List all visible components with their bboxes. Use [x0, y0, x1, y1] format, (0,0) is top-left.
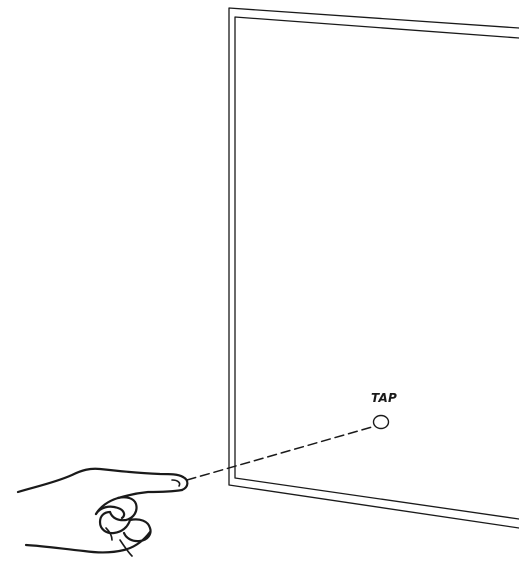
index-fingertip — [180, 475, 189, 492]
hand-bottom-contour — [24, 530, 152, 554]
curled-finger-2 — [98, 510, 132, 535]
panel-outer-border — [228, 7, 519, 529]
fingernail — [171, 479, 181, 487]
panel-frame — [228, 7, 519, 529]
knuckle-detail-2 — [105, 527, 113, 541]
tap-guide-dashed-line — [186, 426, 373, 481]
curled-finger-1 — [108, 496, 138, 522]
hand-top-contour — [16, 467, 185, 494]
knuckle-detail — [119, 539, 133, 557]
thumb — [94, 505, 126, 520]
pointing-hand-icon — [16, 467, 189, 557]
index-finger-underside — [94, 488, 184, 516]
panel-inner-border — [234, 16, 519, 520]
curled-finger-3 — [122, 518, 152, 543]
tap-label: TAP — [371, 391, 397, 405]
tap-target-circle[interactable] — [372, 414, 390, 430]
